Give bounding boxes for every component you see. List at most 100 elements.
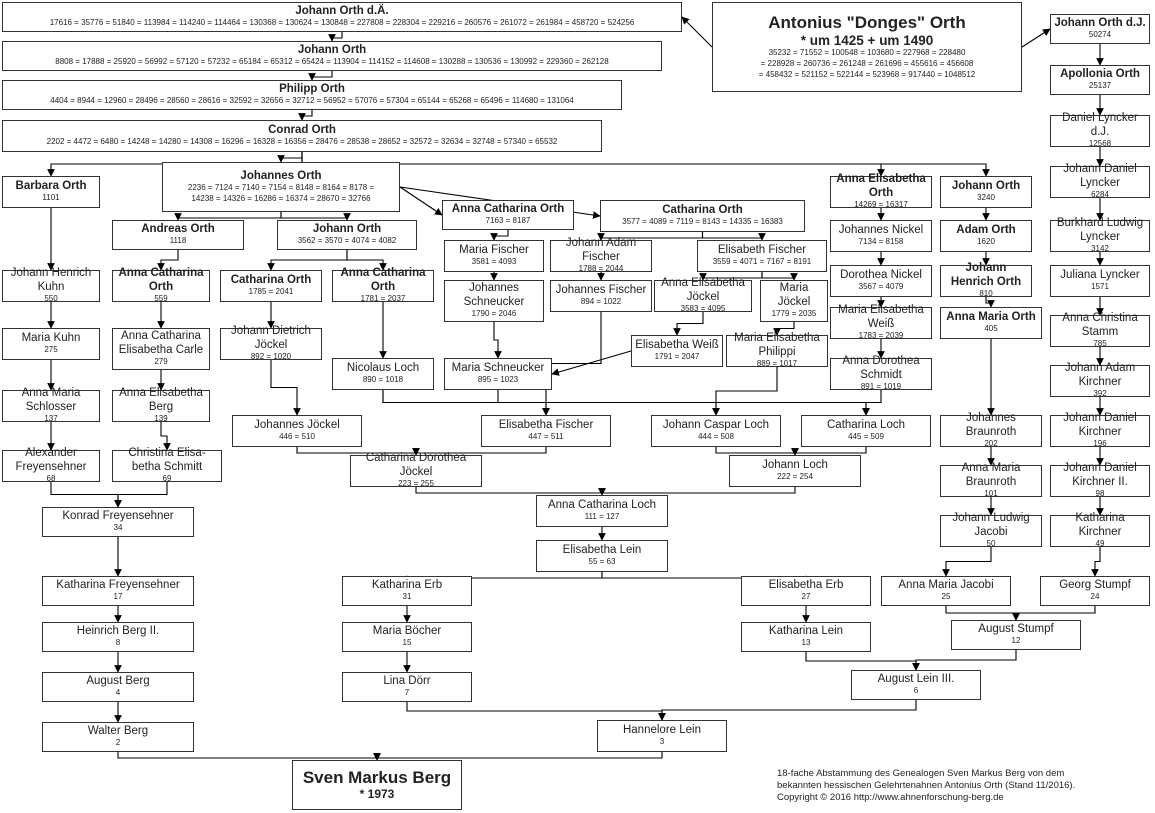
ahnen-numbers: 892 = 1020	[250, 351, 292, 361]
person-name: Conrad Orth	[268, 123, 336, 136]
person-name: Barbara Orth	[15, 179, 87, 192]
person-sven: Sven Markus Berg* 1973	[292, 760, 462, 810]
person-name: Catharina Loch	[827, 418, 905, 431]
person-name: Johann Daniel Kirchner	[1063, 412, 1137, 438]
ahnen-numbers: 12	[1011, 636, 1021, 646]
edge-maria-schneucker-to-el-fischer447	[497, 390, 550, 416]
person-name: August Stumpf	[978, 622, 1054, 635]
caption-line-2: bekannten hessischen Gelehrtenahnen Anto…	[777, 779, 1076, 791]
ahnen-numbers: 35232 = 71552 = 100548 = 103680 = 227968…	[758, 48, 976, 79]
ahnen-numbers: 3583 = 4095	[680, 303, 726, 313]
person-name: Anna Christina Stamm	[1062, 312, 1138, 338]
ahnen-numbers: 279	[154, 356, 168, 366]
person-name: Johannes Orth	[240, 169, 322, 182]
person-name: Anna Catharina Elisabetha Carle	[118, 330, 204, 356]
person-name: Johann Henrich Orth	[950, 262, 1022, 288]
person-name: Johann Orth	[312, 222, 382, 235]
edge-jc-loch-to-johann-loch	[715, 447, 799, 456]
person-name: Johann Orth	[951, 179, 1021, 192]
ahnen-numbers: 810	[979, 288, 993, 298]
person-name: Elisabetha Weiß	[635, 338, 719, 351]
person-name: Burkhard Ludwig Lyncker	[1056, 217, 1144, 243]
ahnen-numbers: 392	[1093, 388, 1107, 398]
person-name: Anna Maria Braunroth	[961, 462, 1021, 488]
ahnen-numbers: 3562 = 3570 = 4074 = 4082	[297, 236, 397, 246]
caption: 18-fache Abstammung des Genealogen Sven …	[777, 768, 1152, 804]
ahnen-numbers: 27	[801, 592, 811, 602]
ahnen-numbers: 202	[984, 438, 998, 448]
ahnen-numbers: 31	[402, 592, 412, 602]
ahnen-numbers: 1790 = 2046	[471, 308, 517, 318]
ahnen-numbers: 1101	[42, 193, 60, 203]
person-name: Katharina Freyensehner	[56, 578, 180, 591]
person-name: Elisabetha Fischer	[498, 418, 594, 431]
ahnen-numbers: 4404 = 8944 = 12960 = 28496 = 28560 = 28…	[50, 96, 574, 106]
ahnen-numbers: 895 = 1023	[477, 375, 519, 385]
edge-am-jacobi-to-august-stumpf	[945, 606, 1020, 621]
person-name: Anna Maria Schlosser	[21, 387, 81, 413]
edge-ae-berg-to-c-schmitt	[160, 422, 171, 451]
edge-johannes-o-to-johann-b	[280, 212, 351, 221]
person-name: Maria Elisabetha Philippi	[734, 332, 820, 358]
ahnen-numbers: 3142	[1091, 243, 1109, 253]
ahnen-numbers: 890 = 1018	[362, 375, 404, 385]
edge-johann-loch-to-ac-loch	[598, 487, 796, 496]
person-name: Johann Daniel Kirchner II.	[1063, 462, 1137, 488]
person-name: Nicolaus Loch	[346, 361, 420, 374]
person-name: Sven Markus Berg	[302, 768, 452, 788]
ahnen-numbers: 17	[113, 592, 123, 602]
ahnen-numbers: 25	[941, 592, 951, 602]
person-august-lein: August Lein III.6	[851, 670, 981, 700]
person-dl-dj: Daniel Lyncker d.J.12568	[1050, 112, 1150, 148]
ahnen-numbers: 2236 = 7124 = 7140 = 7154 = 8148 = 8164 …	[187, 182, 375, 203]
ahnen-numbers: 24	[1090, 592, 1100, 602]
ahnen-numbers: 2202 = 4472 = 6480 = 14248 = 14280 = 143…	[46, 137, 558, 147]
person-name: Anna Catharina Orth	[340, 267, 426, 293]
person-name: Johann Daniel Lyncker	[1063, 163, 1137, 189]
ahnen-numbers: 1788 = 2044	[578, 263, 624, 273]
person-name: Johann Adam Kirchner	[1064, 362, 1136, 388]
ahnen-numbers: 7163 = 8187	[485, 216, 531, 226]
ahnen-numbers: 444 = 508	[698, 432, 734, 442]
person-name: Maria Elisabetha Weiß	[838, 304, 924, 330]
person-name: Maria Schneucker	[451, 361, 545, 374]
person-name: Apollonia Orth	[1060, 67, 1140, 80]
ahnen-numbers: 3577 = 4089 = 7119 = 8143 = 14335 = 1638…	[622, 217, 783, 227]
person-name: Maria Böcher	[372, 624, 442, 637]
edge-el-fischer3559-to-maria-jockel	[761, 272, 798, 281]
person-antonius: Antonius "Donges" Orth* um 1425 + um 149…	[712, 2, 1022, 92]
ahnen-numbers: 446 = 510	[279, 432, 315, 442]
edge-conrad-to-johannes-o	[277, 152, 303, 163]
ahnen-numbers: 559	[154, 293, 168, 303]
person-jo-da: Johann Orth d.Ä.17616 = 35776 = 51840 = …	[2, 2, 682, 32]
